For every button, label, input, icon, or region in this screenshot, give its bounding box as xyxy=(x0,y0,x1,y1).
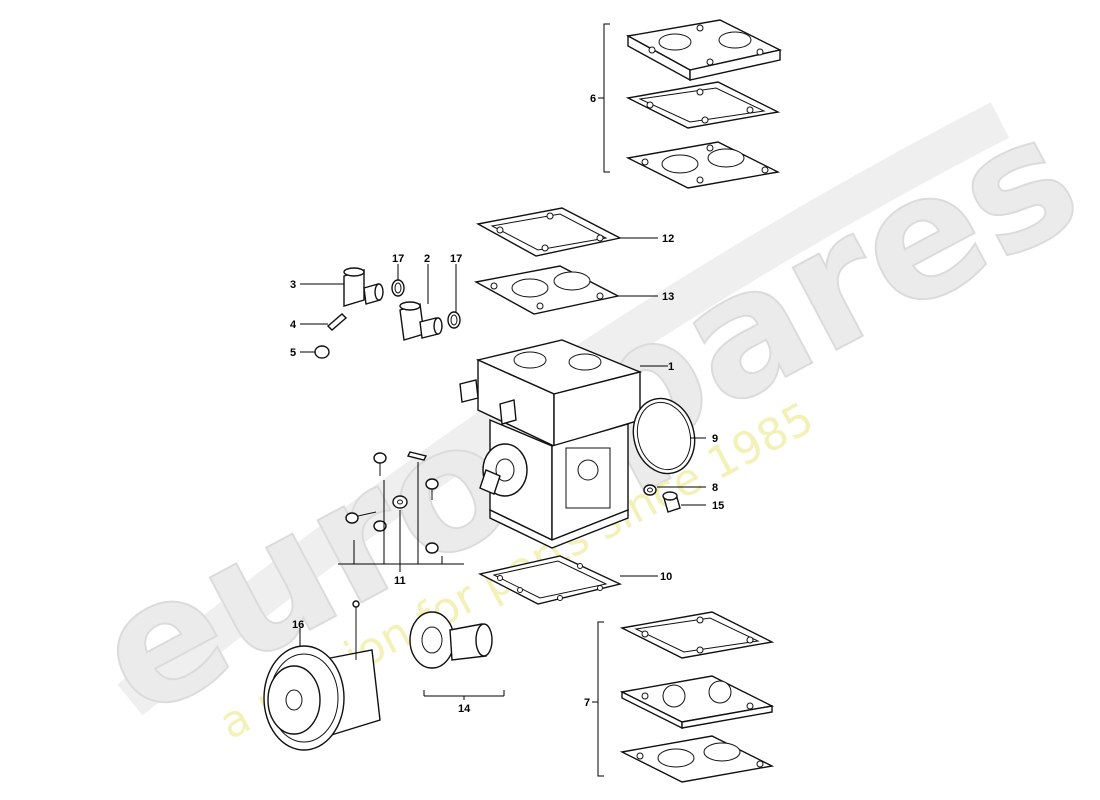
callout-13: 13 xyxy=(662,291,674,303)
fitting-3 xyxy=(300,267,384,307)
callout-1: 1 xyxy=(668,361,674,373)
clutch-pulley-16 xyxy=(263,600,381,751)
callout-labels: 1 2 3 4 5 6 7 8 9 10 11 12 13 14 15 16 1… xyxy=(290,93,724,715)
callout-17b: 17 xyxy=(450,253,462,265)
plug-15 xyxy=(662,491,706,513)
callout-9: 9 xyxy=(712,433,718,445)
fitting-2 xyxy=(399,264,443,341)
gasket-10 xyxy=(477,555,658,605)
washer-8 xyxy=(643,484,706,496)
gasket-13 xyxy=(473,265,658,315)
gasket-set-6 xyxy=(598,19,783,189)
o-ring-17b xyxy=(447,264,461,329)
o-ring-9 xyxy=(632,397,706,475)
gasket-set-7 xyxy=(592,611,775,783)
callout-8: 8 xyxy=(712,482,718,494)
callout-4: 4 xyxy=(290,319,297,331)
clutch-hub-14 xyxy=(409,611,505,700)
callout-10: 10 xyxy=(660,571,672,583)
callout-17a: 17 xyxy=(392,253,404,265)
gasket-12 xyxy=(475,207,658,257)
callout-16: 16 xyxy=(292,619,304,631)
callout-12: 12 xyxy=(662,233,674,245)
callout-3: 3 xyxy=(290,279,296,291)
valve-core-4 xyxy=(300,313,348,331)
callout-7: 7 xyxy=(584,697,590,709)
callout-2: 2 xyxy=(424,253,430,265)
callout-5: 5 xyxy=(290,347,296,359)
callout-11: 11 xyxy=(394,575,406,587)
callout-6: 6 xyxy=(590,93,596,105)
bolt-set-11 xyxy=(338,451,464,572)
compressor-body xyxy=(459,339,668,549)
o-ring-17a xyxy=(391,264,405,297)
callout-15: 15 xyxy=(712,500,724,512)
cap-5 xyxy=(300,345,330,359)
callout-14: 14 xyxy=(458,703,471,715)
